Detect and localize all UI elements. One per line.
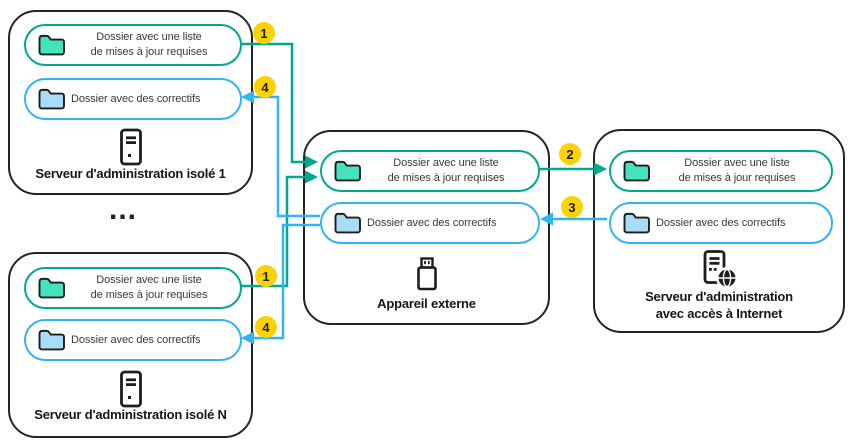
folder-updates-pill: Dossier avec une liste de mises à jour r… <box>609 150 833 192</box>
folder-icon <box>37 33 66 57</box>
node-title: Serveur d'administration isolé 1 <box>35 166 226 182</box>
folder-patches-label: Dossier avec des correctifs <box>656 216 786 229</box>
folder-patches-pill: Dossier avec des correctifs <box>24 319 242 361</box>
folder-updates-pill: Dossier avec une liste de mises à jour r… <box>24 267 242 309</box>
folder-updates-pill: Dossier avec une liste de mises à jour r… <box>320 150 540 192</box>
folder-patches-pill: Dossier avec des correctifs <box>609 202 833 244</box>
node-title: Serveur d'administration avec accès à In… <box>645 289 793 322</box>
folder-patches-label: Dossier avec des correctifs <box>71 333 201 346</box>
folder-icon <box>37 328 66 352</box>
folder-icon <box>37 87 66 111</box>
node-title: Serveur d'administration isolé N <box>34 407 227 423</box>
step-badge-4: 4 <box>254 76 276 98</box>
folder-patches-pill: Dossier avec des correctifs <box>24 78 242 120</box>
folder-updates-label: Dossier avec une liste de mises à jour r… <box>90 274 208 301</box>
folder-icon <box>622 211 651 235</box>
folder-patches-label: Dossier avec des correctifs <box>367 216 497 229</box>
folder-updates-pill: Dossier avec une liste de mises à jour r… <box>24 24 242 66</box>
step-badge-4: 4 <box>255 316 277 338</box>
node-server-isolated-n: Dossier avec une liste de mises à jour r… <box>8 252 253 438</box>
node-title: Appareil externe <box>377 296 476 312</box>
step-badge-2: 2 <box>559 143 581 165</box>
folder-icon <box>333 159 362 183</box>
step-badge-1: 1 <box>255 265 277 287</box>
node-server-internet: Dossier avec une liste de mises à jour r… <box>593 129 845 333</box>
server-globe-icon <box>595 249 843 291</box>
server-icon <box>10 128 251 166</box>
folder-icon <box>37 276 66 300</box>
step-badge-3: 3 <box>561 196 583 218</box>
folder-patches-label: Dossier avec des correctifs <box>71 92 201 105</box>
folder-updates-label: Dossier avec une liste de mises à jour r… <box>90 31 208 58</box>
usb-drive-icon <box>305 256 548 292</box>
server-icon <box>10 370 251 408</box>
more-servers-ellipsis: ... <box>108 193 137 226</box>
folder-icon <box>333 211 362 235</box>
folder-icon <box>622 159 651 183</box>
node-external-device: Dossier avec une liste de mises à jour r… <box>303 130 550 325</box>
folder-updates-label: Dossier avec une liste de mises à jour r… <box>678 157 796 184</box>
node-server-isolated-1: Dossier avec une liste de mises à jour r… <box>8 10 253 195</box>
folder-updates-label: Dossier avec une liste de mises à jour r… <box>387 157 505 184</box>
folder-patches-pill: Dossier avec des correctifs <box>320 202 540 244</box>
step-badge-1: 1 <box>253 22 275 44</box>
